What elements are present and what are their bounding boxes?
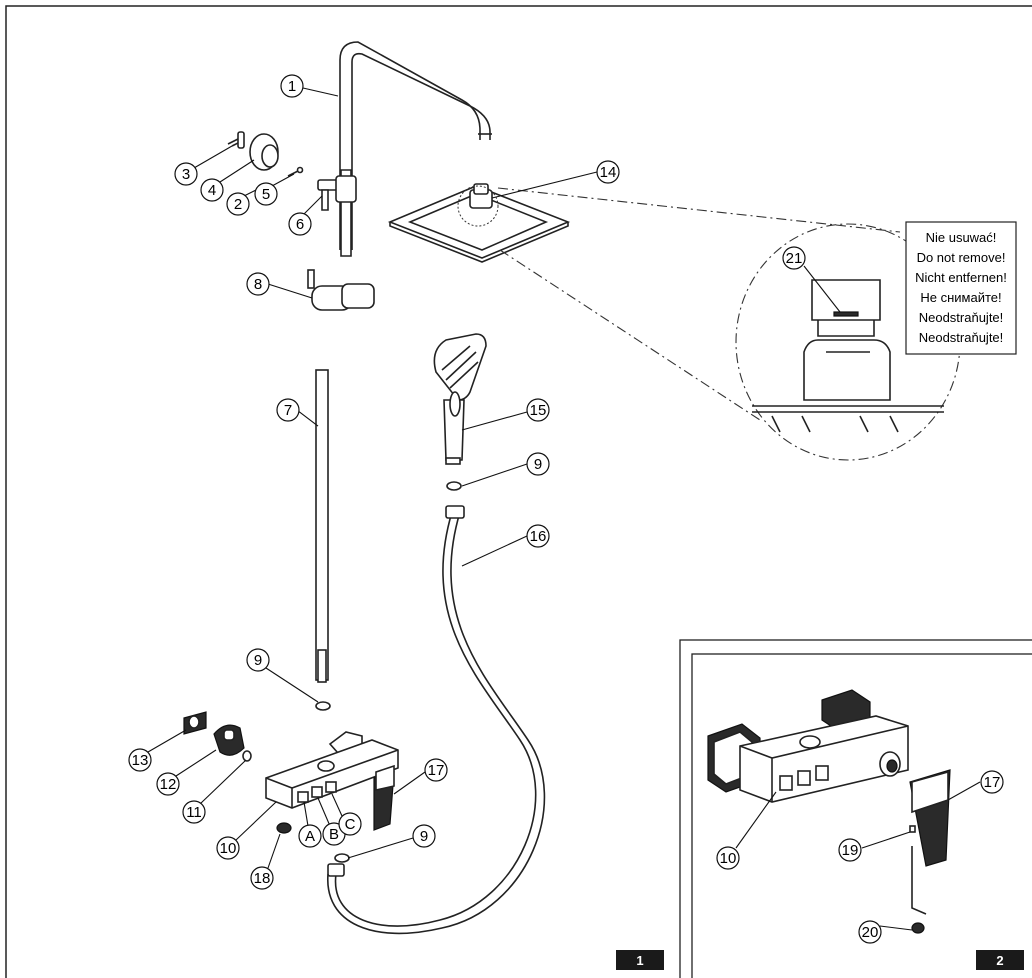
svg-text:8: 8 bbox=[254, 276, 262, 293]
part-slide-rail bbox=[315, 369, 329, 683]
svg-text:5: 5 bbox=[262, 186, 270, 203]
callout-8: 8 bbox=[246, 272, 270, 296]
panel2-tag bbox=[976, 950, 1024, 970]
svg-text:14: 14 bbox=[600, 164, 617, 181]
panel2-number: 2 bbox=[996, 953, 1003, 968]
svg-text:2: 2 bbox=[234, 196, 242, 213]
callout-10: 10 bbox=[216, 836, 240, 860]
panel2-frame-inner bbox=[691, 653, 1032, 978]
callout-11: 11 bbox=[182, 800, 206, 824]
warning-line-3: Nicht entfernen! bbox=[915, 270, 1007, 285]
svg-text:15: 15 bbox=[530, 402, 547, 419]
svg-text:C: C bbox=[345, 816, 356, 833]
callout-20: 20 bbox=[858, 920, 882, 944]
callout-9-hand: 9 bbox=[526, 452, 550, 476]
panel1-number: 1 bbox=[636, 953, 643, 968]
part-wall-mount bbox=[227, 131, 304, 188]
washer-upper bbox=[446, 481, 462, 491]
callout-16: 16 bbox=[526, 524, 550, 548]
svg-text:21: 21 bbox=[786, 250, 803, 267]
svg-text:11: 11 bbox=[186, 804, 202, 821]
callout-4: 4 bbox=[200, 178, 224, 202]
callout-10-panel2: 10 bbox=[716, 846, 740, 870]
svg-text:19: 19 bbox=[842, 842, 859, 859]
svg-text:1: 1 bbox=[288, 78, 296, 95]
callout-C: C bbox=[338, 812, 362, 836]
svg-text:10: 10 bbox=[720, 850, 737, 867]
callout-18: 18 bbox=[250, 866, 274, 890]
warning-line-2: Do not remove! bbox=[917, 250, 1006, 265]
callout-leaders bbox=[147, 87, 981, 931]
outer-frame bbox=[5, 5, 1032, 978]
magnify-guide-lower bbox=[499, 249, 761, 421]
part-slider bbox=[307, 269, 375, 311]
svg-text:20: 20 bbox=[862, 924, 879, 941]
svg-text:9: 9 bbox=[254, 652, 262, 669]
part-mixer-panel2 bbox=[707, 689, 951, 934]
svg-text:17: 17 bbox=[984, 774, 1001, 791]
callout-7: 7 bbox=[276, 398, 300, 422]
magnify-guide-upper bbox=[497, 187, 901, 233]
part-rain-shower-head bbox=[387, 183, 571, 263]
washer-lower bbox=[334, 853, 350, 863]
svg-text:3: 3 bbox=[182, 166, 190, 183]
warning-box bbox=[905, 221, 1017, 355]
callout-17-panel2: 17 bbox=[980, 770, 1004, 794]
warning-line-6: Neodstraňujte! bbox=[919, 330, 1004, 345]
callout-13: 13 bbox=[128, 748, 152, 772]
callout-A: A bbox=[298, 824, 322, 848]
warning-line-5: Neodstraňujte! bbox=[919, 310, 1004, 325]
panel2-frame-outer bbox=[679, 639, 1032, 978]
magnified-detail bbox=[752, 279, 944, 433]
callout-6: 6 bbox=[288, 212, 312, 236]
svg-text:17: 17 bbox=[428, 762, 445, 779]
callout-12: 12 bbox=[156, 772, 180, 796]
svg-text:9: 9 bbox=[420, 828, 428, 845]
svg-text:4: 4 bbox=[208, 182, 216, 199]
svg-text:18: 18 bbox=[254, 870, 271, 887]
callout-19: 19 bbox=[838, 838, 862, 862]
callout-17: 17 bbox=[424, 758, 448, 782]
svg-text:10: 10 bbox=[220, 840, 237, 857]
svg-text:13: 13 bbox=[132, 752, 149, 769]
callout-2: 2 bbox=[226, 192, 250, 216]
callout-9-lower: 9 bbox=[412, 824, 436, 848]
callout-15: 15 bbox=[526, 398, 550, 422]
svg-text:A: A bbox=[305, 828, 315, 845]
washer-rail bbox=[315, 701, 331, 711]
part-hand-shower bbox=[433, 333, 487, 465]
part-hose bbox=[327, 505, 546, 935]
warning-line-1: Nie usuwać! bbox=[926, 230, 997, 245]
svg-text:9: 9 bbox=[534, 456, 542, 473]
svg-text:6: 6 bbox=[296, 216, 304, 233]
callout-1: 1 bbox=[280, 74, 304, 98]
panel1-tag bbox=[616, 950, 664, 970]
callout-5: 5 bbox=[254, 182, 278, 206]
warning-line-4: Не снимайте! bbox=[920, 290, 1001, 305]
svg-text:16: 16 bbox=[530, 528, 547, 545]
callout-3: 3 bbox=[174, 162, 198, 186]
callout-14: 14 bbox=[596, 160, 620, 184]
svg-text:12: 12 bbox=[160, 776, 177, 793]
part-pipe-bracket bbox=[317, 175, 357, 211]
svg-text:7: 7 bbox=[284, 402, 292, 419]
callout-9-rail: 9 bbox=[246, 648, 270, 672]
svg-text:B: B bbox=[329, 826, 339, 843]
callout-21: 21 bbox=[782, 246, 806, 270]
part-mixer-panel1 bbox=[183, 711, 399, 834]
